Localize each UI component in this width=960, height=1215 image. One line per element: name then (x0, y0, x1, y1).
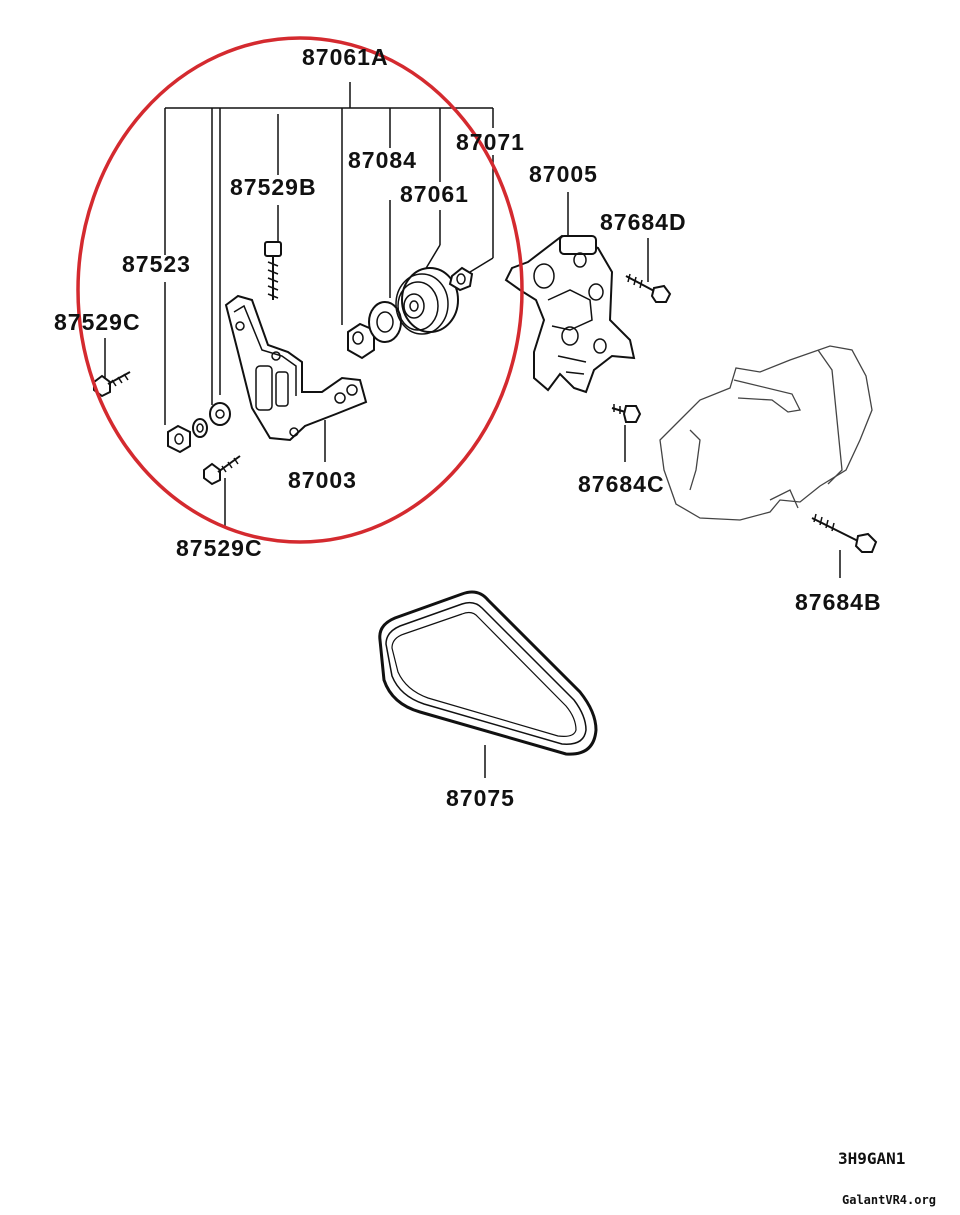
label-87523: 87523 (122, 251, 191, 277)
ac-compressor (659, 345, 873, 521)
bolt-87529C-left (93, 371, 131, 398)
bolt-87529C-bottom (203, 455, 241, 486)
label-87529C-bottom: 87529C (176, 535, 263, 561)
bracket-87005 (504, 234, 636, 394)
drive-belt-87075 (378, 590, 598, 756)
label-87529B: 87529B (230, 174, 317, 200)
label-87003: 87003 (288, 467, 357, 493)
bolt-87684C (611, 404, 642, 423)
label-87529C-left: 87529C (54, 309, 141, 335)
pulley-87061 (395, 267, 459, 335)
label-87071: 87071 (456, 129, 525, 155)
watermark: GalantVR4.org (842, 1193, 936, 1207)
spacer-87084 (347, 322, 375, 360)
nut-87523 (167, 424, 191, 454)
bolt-87529B (264, 241, 282, 300)
bolt-87684B (811, 513, 878, 553)
bracket-87061A (164, 82, 494, 425)
label-87075: 87075 (446, 785, 515, 811)
label-87061: 87061 (400, 181, 469, 207)
bolt-87071 (448, 266, 474, 292)
label-87684D: 87684D (600, 209, 687, 235)
bracket-87003 (224, 294, 368, 442)
label-87061A: 87061A (302, 44, 389, 70)
washer-pulley (368, 301, 402, 343)
bolt-87684D (625, 273, 672, 303)
label-87084: 87084 (348, 147, 417, 173)
label-87684C: 87684C (578, 471, 665, 497)
label-87684B: 87684B (795, 589, 882, 615)
leader-lines (104, 155, 841, 778)
washers (192, 402, 231, 438)
diagram-code: 3H9GAN1 (838, 1149, 905, 1168)
label-87005: 87005 (529, 161, 598, 187)
highlight-circle (76, 36, 524, 544)
